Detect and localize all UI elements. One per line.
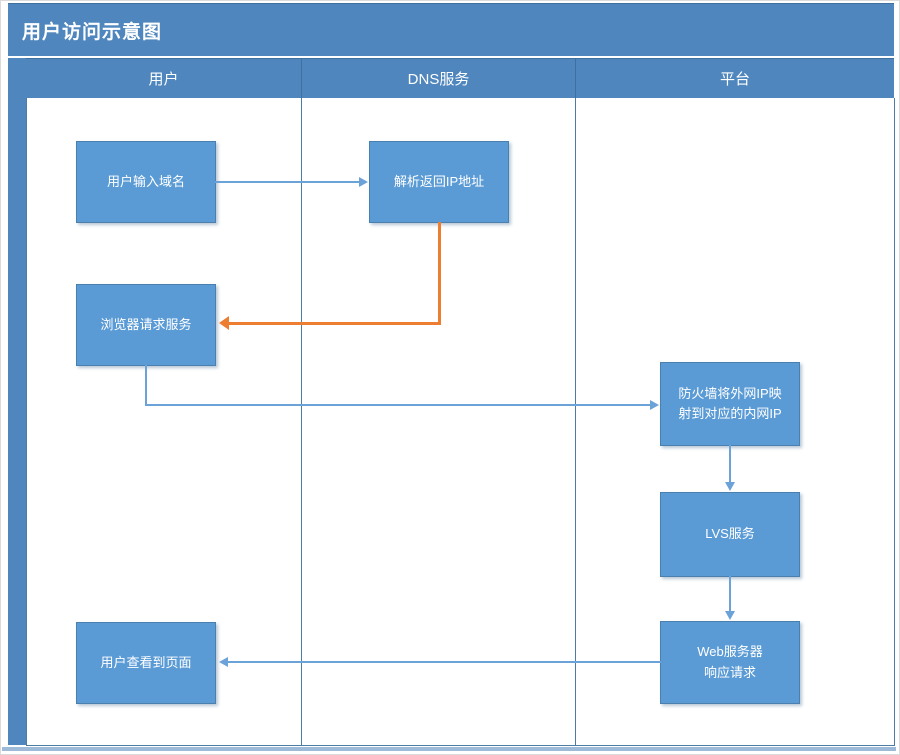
lane-border: [26, 98, 27, 745]
box-firewall-nat[interactable]: 防火墙将外网IP映 射到对应的内网IP: [660, 362, 800, 446]
lane-header-dns-service: DNS服务: [301, 58, 575, 98]
conn-input-to-resolve-arrowhead-icon: [359, 177, 368, 187]
conn-web-to-user-arrowhead-icon: [219, 657, 228, 667]
conn-browser-to-firewall-arrowhead-icon: [650, 400, 659, 410]
conn-input-to-resolve-segment: [215, 181, 362, 183]
bottom-bar: [2, 747, 896, 751]
lane-header-platform: 平台: [575, 58, 894, 98]
lane-header-users: 用户: [26, 58, 301, 98]
box-web-server-response[interactable]: Web服务器 响应请求: [660, 621, 800, 704]
diagram-title: 用户访问示意图: [22, 21, 163, 43]
box-user-view-page[interactable]: 用户查看到页面: [76, 622, 216, 704]
lane-border: [301, 98, 302, 745]
box-user-input-domain[interactable]: 用户输入域名: [76, 141, 216, 223]
swimlane-left-strip: [8, 58, 26, 745]
conn-browser-to-firewall-segment: [145, 365, 147, 406]
lane-bottom-border: [26, 745, 895, 746]
diagram-title-bar: 用户访问示意图: [8, 3, 894, 56]
conn-resolve-to-browser-arrowhead-icon: [219, 316, 229, 330]
conn-firewall-to-lvs-arrowhead-icon: [725, 482, 735, 491]
lane-border: [575, 98, 576, 745]
conn-lvs-to-web-arrowhead-icon: [725, 611, 735, 620]
conn-firewall-to-lvs-segment: [729, 445, 731, 485]
conn-browser-to-firewall-segment: [145, 404, 653, 406]
conn-web-to-user-segment: [225, 661, 661, 663]
box-browser-request[interactable]: 浏览器请求服务: [76, 284, 216, 366]
box-lvs-service[interactable]: LVS服务: [660, 492, 800, 577]
conn-lvs-to-web-segment: [729, 576, 731, 614]
lane-border: [894, 98, 895, 745]
conn-resolve-to-browser-segment: [437, 221, 441, 325]
conn-resolve-to-browser-segment: [225, 321, 441, 325]
box-dns-resolve-ip[interactable]: 解析返回IP地址: [369, 141, 509, 223]
